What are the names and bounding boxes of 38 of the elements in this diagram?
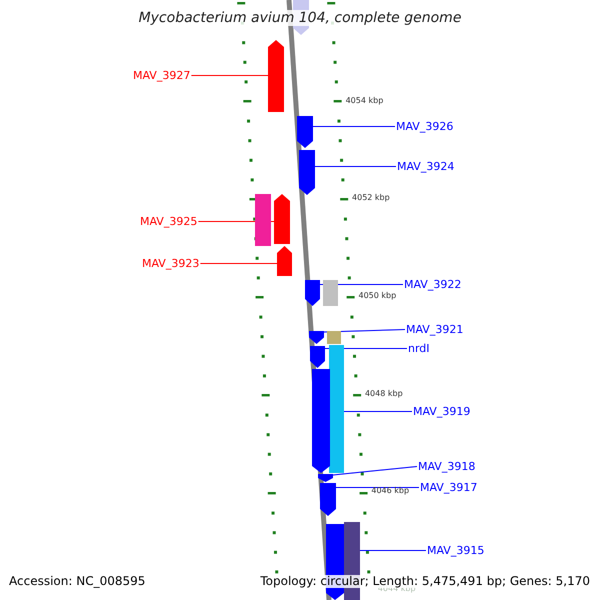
leader-line [190,75,268,76]
feature-bar [323,280,338,306]
feature-bar [329,345,344,473]
feature-bar [327,331,341,344]
scale-label: 4050 kbp [358,290,396,302]
leader-line [324,329,406,332]
gene-label: MAV_3926 [396,120,454,133]
gene-label: MAV_3921 [406,323,464,336]
feature-bar [255,194,271,246]
scale-label: 4048 kbp [364,388,403,400]
gene-label: MAV_3919 [413,405,470,418]
gene-label: MAV_3922 [404,278,462,291]
gene-marker [299,150,315,195]
gene-marker [268,40,284,112]
title: Mycobacterium avium 104, complete genome [138,10,462,26]
gene-marker [274,194,290,244]
scale-label: 4046 kbp [371,485,410,497]
gene-label: MAV_3927 [133,69,190,82]
gene-marker [309,331,324,344]
gene-label: nrdI [408,342,430,355]
leader-line [200,263,278,264]
gene-label: MAV_3917 [420,481,478,494]
leader-line [332,466,418,476]
gene-label: MAV_3925 [140,215,198,228]
scale-label: 4054 kbp [346,95,384,107]
gene-marker [277,246,292,276]
scale-label: 4052 kbp [352,192,390,204]
leader-line [336,487,420,488]
gene-marker [305,280,320,306]
gene-label: MAV_3923 [142,257,200,270]
gene-label: MAV_3915 [427,544,484,557]
gene-label: MAV_3924 [397,160,454,173]
leader-line [312,126,396,127]
leader-line [314,166,396,167]
gene-marker [310,346,325,368]
gene-label: MAV_3918 [418,460,476,473]
gene-marker [297,116,313,148]
accession-text: Accession: NC_008595 [9,575,146,588]
